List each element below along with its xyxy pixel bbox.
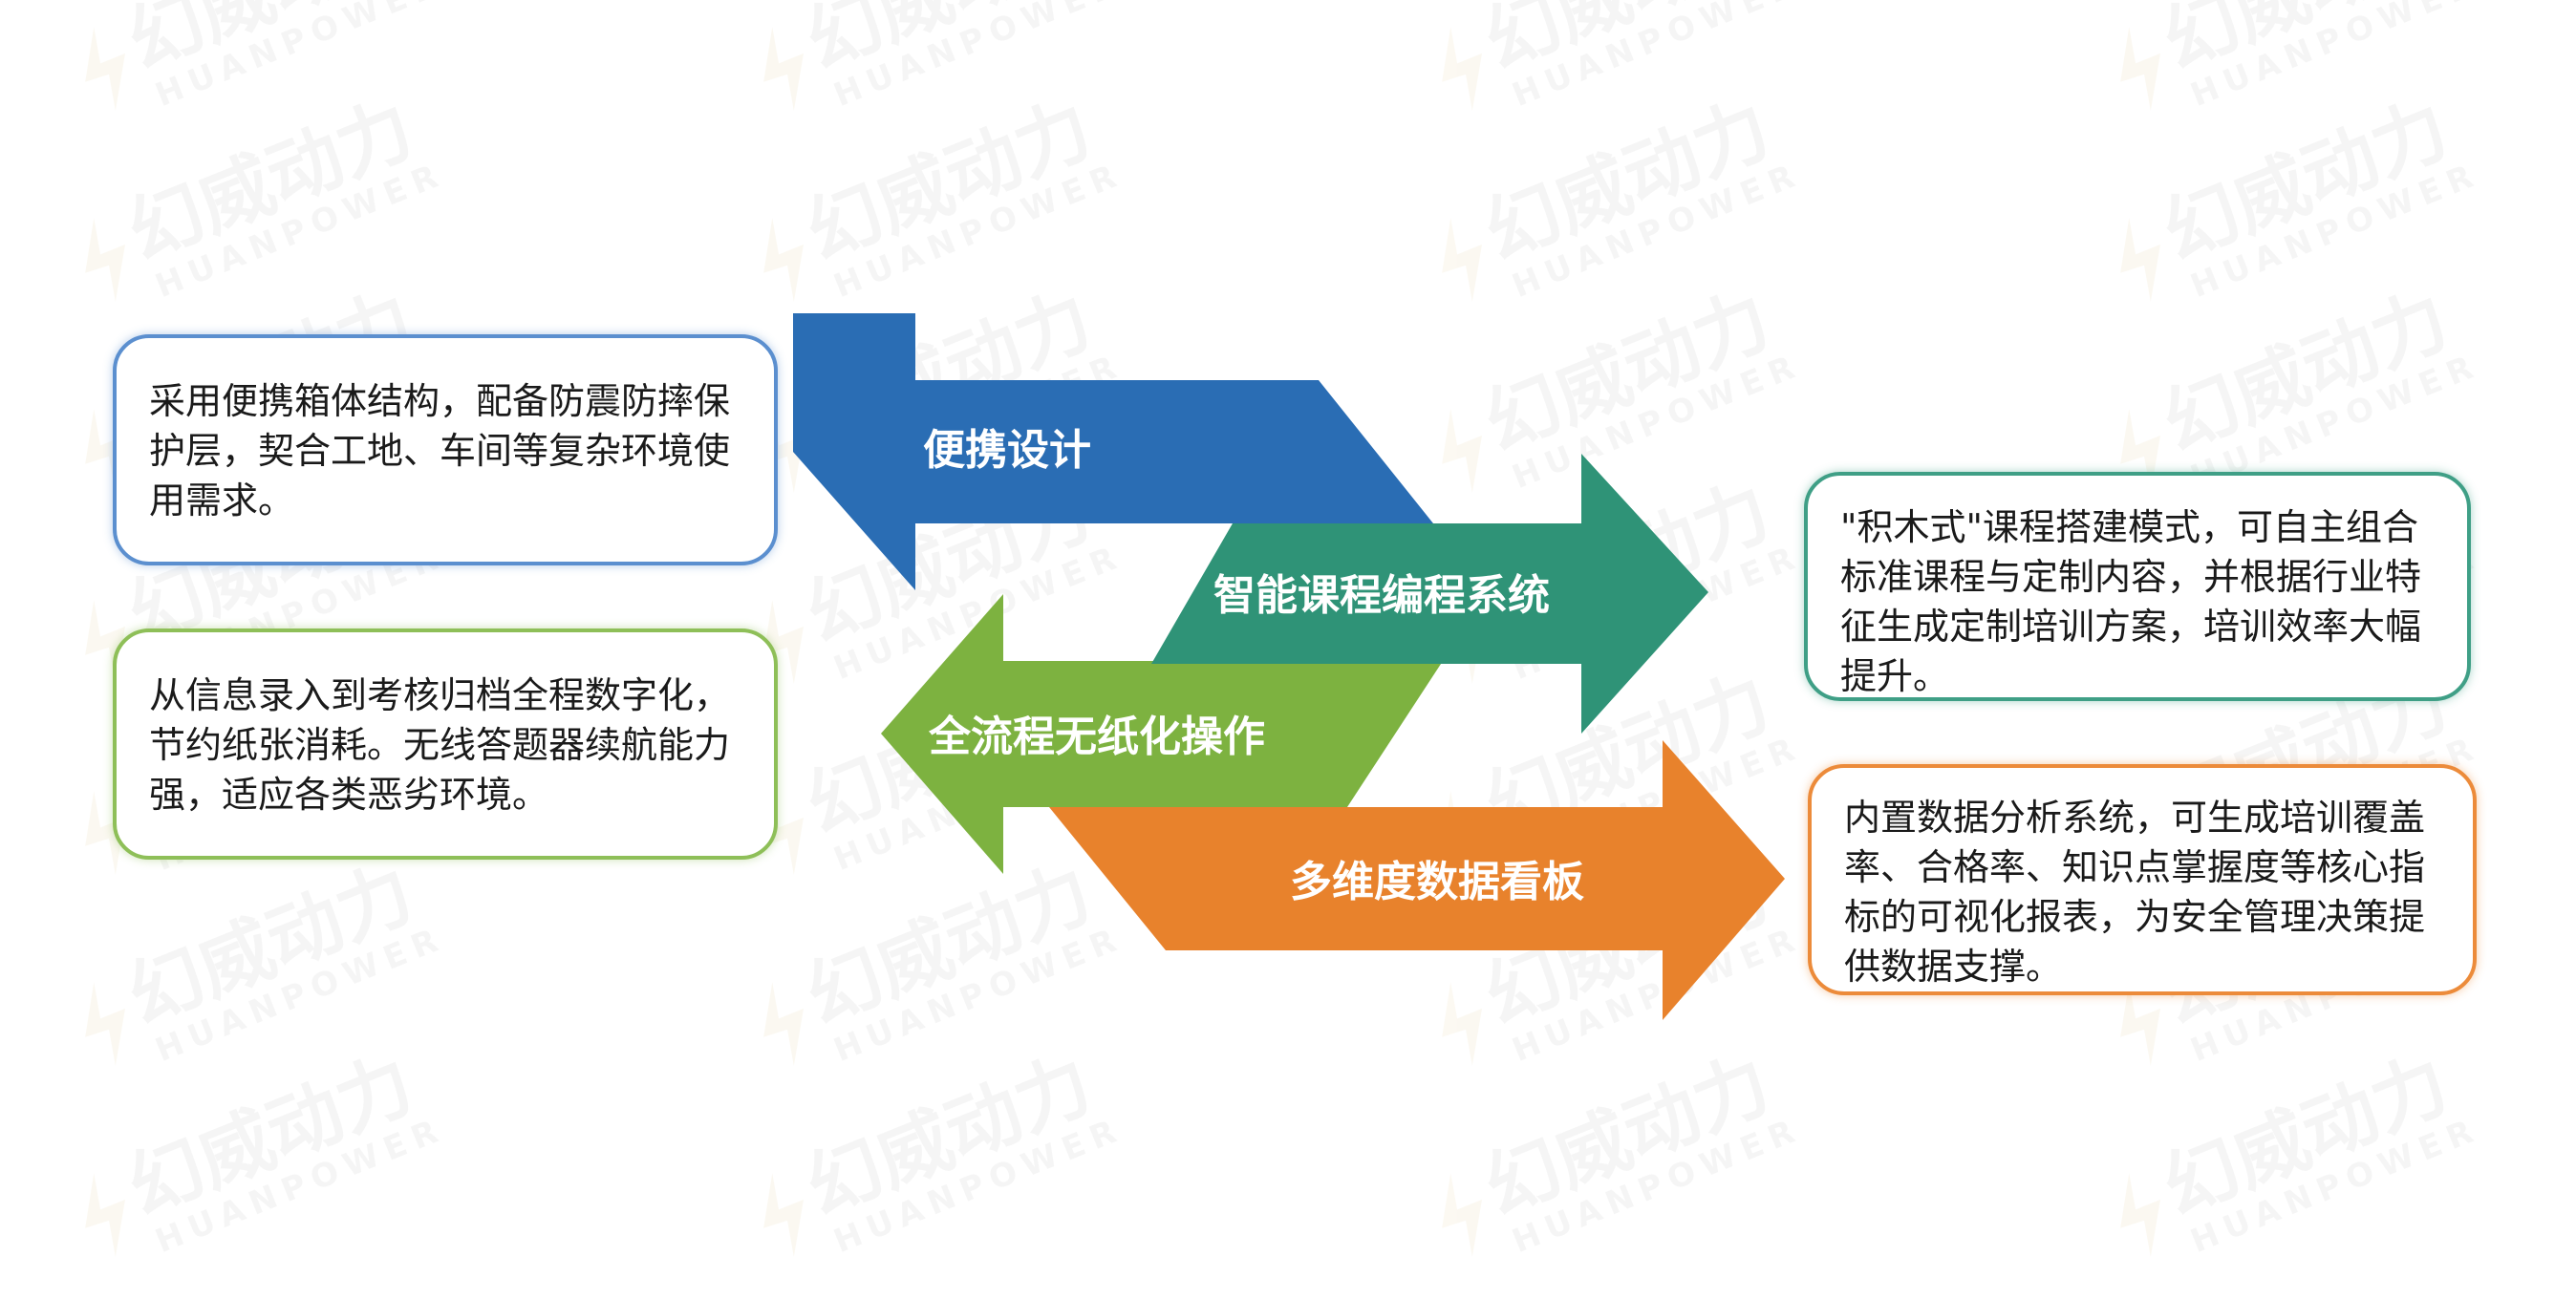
arrow-portable-shape <box>793 313 1433 590</box>
description-box-course: "积木式"课程搭建模式，可自主组合标准课程与定制内容，并根据行业特征生成定制培训… <box>1804 472 2471 701</box>
description-box-paperless: 从信息录入到考核归档全程数字化，节约纸张消耗。无线答题器续航能力强，适应各类恶劣… <box>113 628 778 860</box>
arrow-paperless-label: 全流程无纸化操作 <box>928 713 1265 761</box>
arrow-paperless: 全流程无纸化操作 <box>881 594 1443 874</box>
description-paperless-text: 从信息录入到考核归档全程数字化，节约纸张消耗。无线答题器续航能力强，适应各类恶劣… <box>149 674 731 816</box>
description-box-dashboard: 内置数据分析系统，可生成培训覆盖率、合格率、知识点掌握度等核心指标的可视化报表，… <box>1808 764 2477 995</box>
description-course-text: "积木式"课程搭建模式，可自主组合标准课程与定制内容，并根据行业特征生成定制培训… <box>1840 506 2422 697</box>
description-portable-text: 采用便携箱体结构，配备防震防摔保护层，契合工地、车间等复杂环境使用需求。 <box>149 380 731 522</box>
arrow-course: 智能课程编程系统 <box>1151 454 1708 734</box>
arrow-portable: 便携设计 <box>793 313 1433 590</box>
arrow-dashboard-label: 多维度数据看板 <box>1290 858 1584 906</box>
description-dashboard-text: 内置数据分析系统，可生成培训覆盖率、合格率、知识点掌握度等核心指标的可视化报表，… <box>1844 797 2426 988</box>
arrow-course-label: 智能课程编程系统 <box>1213 571 1550 620</box>
arrow-portable-label: 便携设计 <box>923 426 1091 475</box>
arrow-dashboard: 多维度数据看板 <box>1049 740 1785 1020</box>
arrow-dashboard-shape <box>1049 740 1785 1020</box>
description-box-portable: 采用便携箱体结构，配备防震防摔保护层，契合工地、车间等复杂环境使用需求。 <box>113 334 778 565</box>
arrow-paperless-shape <box>881 594 1443 874</box>
arrow-course-shape <box>1151 454 1708 734</box>
